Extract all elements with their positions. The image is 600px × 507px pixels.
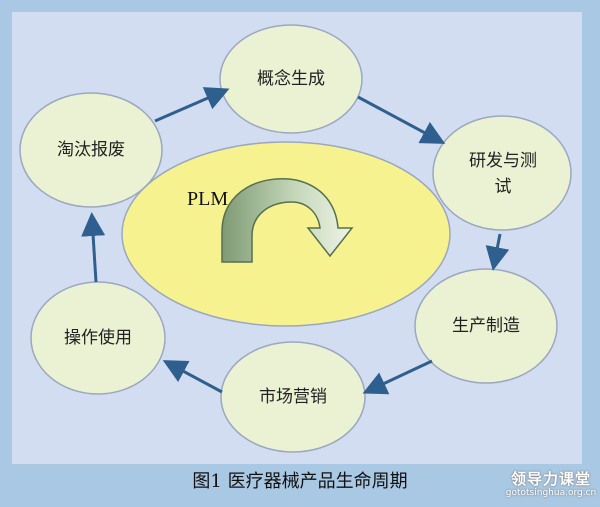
arrow-concept-to-rnd: [357, 95, 446, 144]
stage-node-rnd: [432, 115, 572, 231]
plm-ellipse: [121, 141, 451, 327]
figure-caption: 图1 医疗器械产品生命周期: [192, 471, 408, 492]
watermark-brand: 领导力课堂: [510, 470, 591, 488]
stage-label-concept: 概念生成: [257, 69, 325, 89]
stage-node-marketing: [220, 341, 366, 453]
plm-label: PLM: [187, 188, 229, 210]
stage-node-operation: [30, 281, 166, 395]
stage-label-disposal: 淘汰报废: [57, 140, 125, 160]
arrow-manufacturing-to-marketing: [362, 359, 433, 395]
stage-node-concept: [219, 24, 363, 134]
arrow-rnd-to-manufacturing: [485, 233, 510, 271]
stage-label-manufacturing: 生产制造: [452, 316, 520, 336]
plm-curve-arrow: [221, 178, 354, 263]
arrow-disposal-to-concept: [154, 87, 230, 123]
arrow-operation-to-disposal: [81, 212, 106, 283]
stage-label-rnd: 研发与测试: [469, 151, 537, 197]
stage-label-operation: 操作使用: [64, 328, 132, 348]
watermark-url: gototsinghua.org.cn: [505, 488, 597, 498]
stage-node-disposal: [19, 92, 163, 208]
stage-label-marketing: 市场营销: [259, 387, 327, 407]
arrow-marketing-to-operation: [162, 360, 223, 394]
watermark-logo: 领导力课堂 gototsinghua.org.cn: [504, 470, 598, 499]
